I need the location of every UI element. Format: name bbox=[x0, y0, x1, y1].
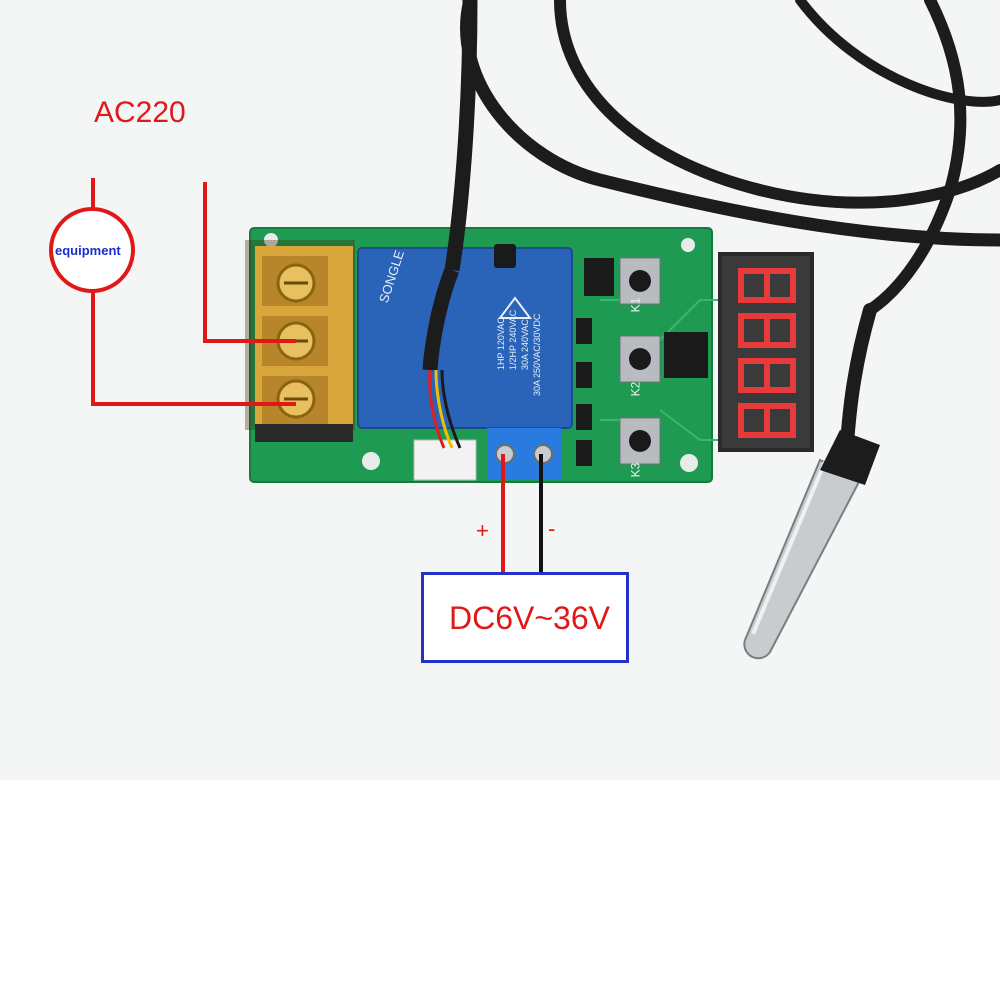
display-segment bbox=[790, 403, 796, 432]
mount-hole bbox=[362, 452, 380, 470]
button-label-k3: K3 bbox=[628, 462, 643, 478]
dc-wiring bbox=[501, 454, 543, 572]
display-segment bbox=[738, 342, 796, 348]
display-digit bbox=[738, 313, 796, 348]
plus-polarity-label: + bbox=[476, 518, 489, 543]
display-segment bbox=[738, 268, 744, 297]
display-segment bbox=[738, 313, 796, 319]
equipment-label: equipment bbox=[55, 243, 121, 258]
display-segment bbox=[738, 358, 796, 364]
display-segment bbox=[790, 268, 796, 297]
display-segment bbox=[764, 358, 770, 387]
dc-supply-box bbox=[421, 572, 629, 663]
display-segment bbox=[764, 403, 770, 432]
seven-segment-display-icon bbox=[718, 252, 814, 452]
probe-cable bbox=[460, 0, 1000, 316]
probe-connector bbox=[413, 439, 477, 481]
display-digit bbox=[738, 268, 796, 303]
display-segment bbox=[738, 313, 744, 342]
screw-terminal-icon bbox=[245, 240, 355, 442]
display-segment bbox=[738, 297, 796, 303]
relay-spec-line: 30A 240VAC bbox=[520, 319, 530, 370]
relay-icon bbox=[357, 247, 573, 429]
relay-spec-line: 1/2HP 240VAC bbox=[508, 309, 518, 370]
equipment-circle-icon bbox=[49, 207, 135, 293]
display-segment bbox=[738, 403, 744, 432]
display-digit bbox=[738, 403, 796, 438]
button-label-k2: K2 bbox=[628, 381, 643, 397]
display-segment bbox=[764, 268, 770, 297]
mount-hole bbox=[681, 238, 695, 252]
display-segment bbox=[764, 313, 770, 342]
mount-hole bbox=[680, 454, 698, 472]
ac-voltage-label: AC220 bbox=[94, 96, 186, 129]
display-digit bbox=[738, 358, 796, 393]
dc-terminal bbox=[487, 428, 561, 480]
push-buttons bbox=[619, 257, 661, 465]
button-label-k1: K1 bbox=[628, 297, 643, 313]
display-segment bbox=[738, 432, 796, 438]
smd-components bbox=[494, 244, 708, 466]
display-segment bbox=[738, 387, 796, 393]
display-segment bbox=[790, 313, 796, 342]
relay-spec-line: 30A 250VAC/30VDC bbox=[532, 313, 542, 396]
dc-voltage-label: DC6V~36V bbox=[449, 600, 610, 636]
temperature-probe-icon bbox=[422, 0, 880, 660]
mount-hole bbox=[264, 233, 278, 247]
display-segment bbox=[738, 358, 744, 387]
display-segment bbox=[738, 403, 796, 409]
ac-wiring bbox=[91, 178, 296, 406]
minus-polarity-label: - bbox=[548, 516, 556, 541]
relay-spec-line: 1HP 120VAC bbox=[496, 317, 506, 370]
display-segment bbox=[790, 358, 796, 387]
display-segment bbox=[738, 268, 796, 274]
